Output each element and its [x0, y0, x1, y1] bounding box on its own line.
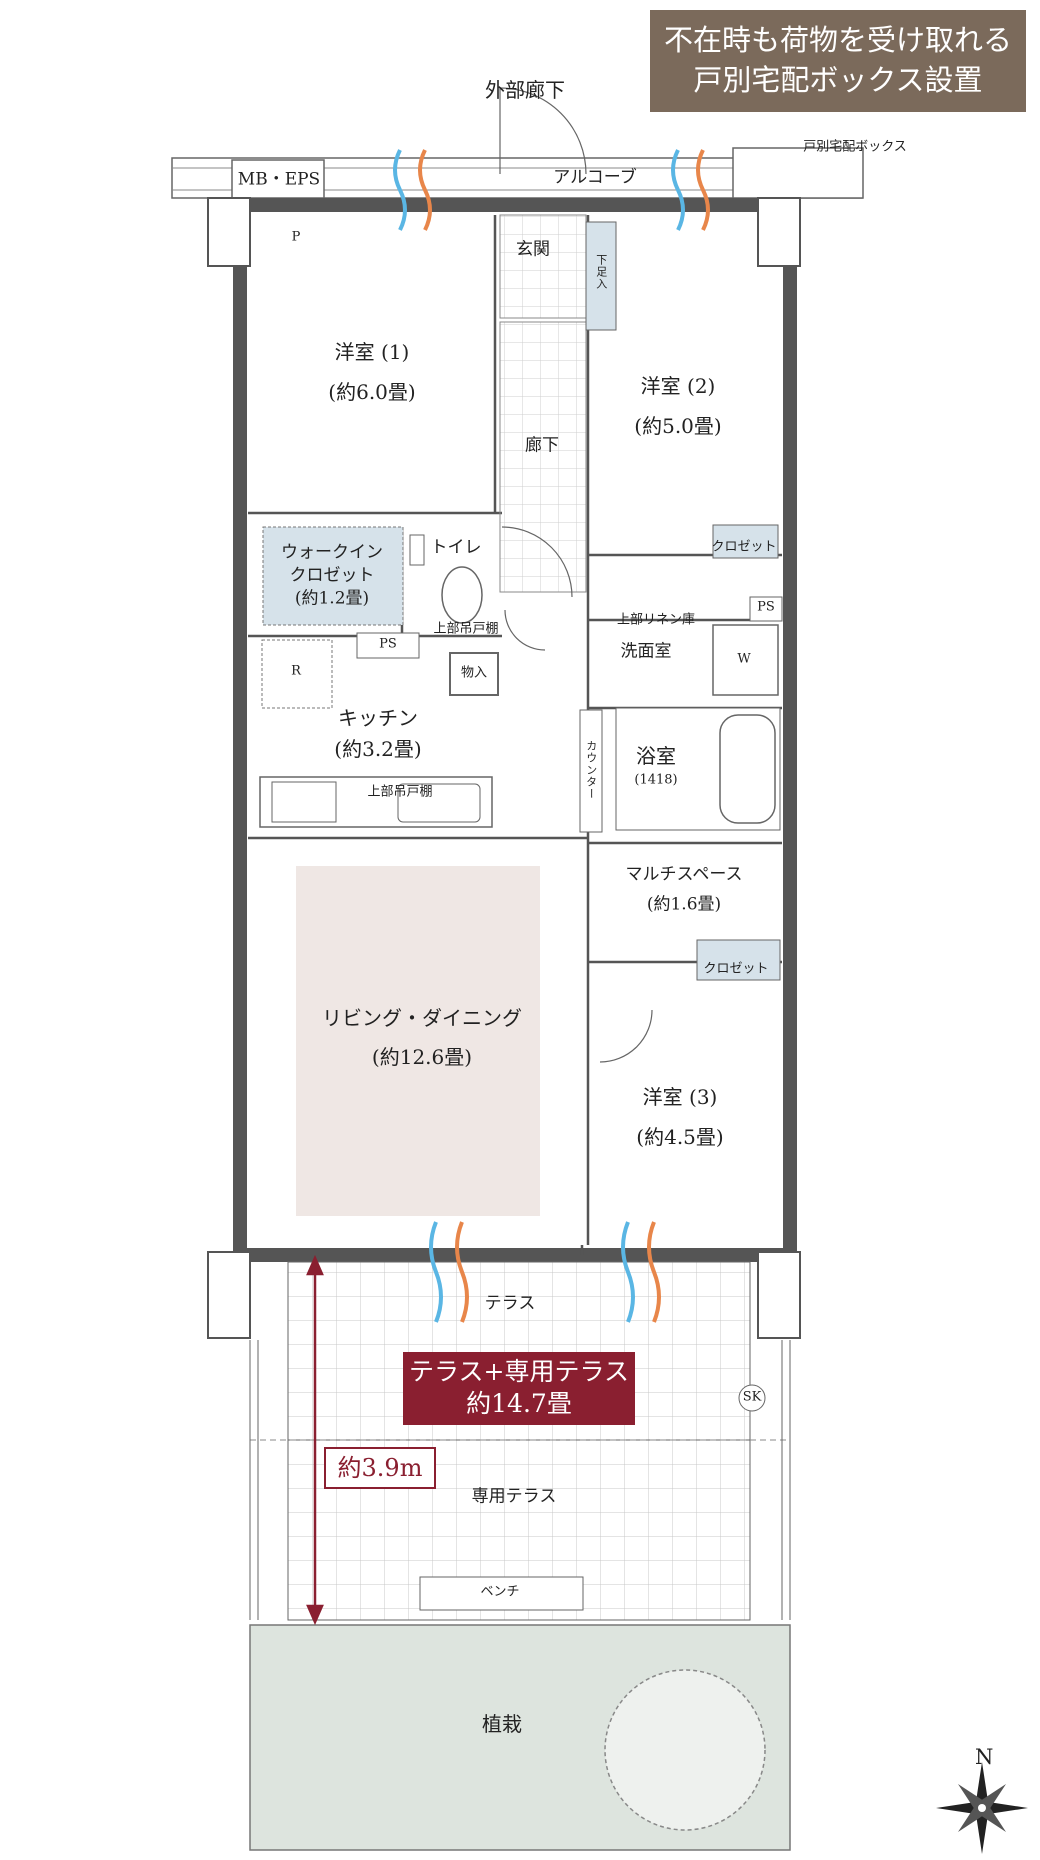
- label-wic-line3: (約1.2畳): [294, 588, 370, 609]
- airflow-marks: [393, 149, 710, 1323]
- closet-room2: [712, 524, 779, 559]
- label-p: P: [291, 229, 301, 245]
- label-multi-size: (約1.6畳): [646, 894, 722, 915]
- area-callout-line1: テラス+専用テラス: [409, 1357, 629, 1386]
- fridge-space: [261, 639, 333, 709]
- label-private-terrace: 専用テラス: [471, 1486, 557, 1507]
- label-counter: カウンター: [584, 740, 598, 800]
- washer: [712, 624, 779, 696]
- label-corridor: 廊下: [525, 435, 559, 456]
- label-room1-size: (約6.0畳): [328, 380, 416, 404]
- compass-icon: [936, 1762, 1028, 1854]
- label-wic-line2: クロゼット: [289, 565, 375, 586]
- shoe-closet: [585, 221, 617, 331]
- label-closet-room2: クロゼット: [711, 539, 777, 555]
- label-kitchen-name: キッチン: [338, 706, 418, 730]
- ps-box-wash: [749, 596, 783, 622]
- label-bath-name: 浴室: [636, 744, 676, 768]
- sk-fixture: [738, 1384, 766, 1412]
- label-room1-name: 洋室 (1): [334, 340, 410, 364]
- label-room2-size: (約5.0畳): [634, 414, 722, 438]
- label-upper-linen: 上部リネン庫: [616, 612, 696, 628]
- label-w: W: [737, 651, 751, 667]
- dimension-label: 約3.9m: [324, 1447, 436, 1489]
- bathtub: [719, 714, 776, 824]
- label-storage: 物入: [460, 665, 488, 681]
- toilet-fixture: [441, 566, 483, 624]
- ps-box-kitchen: [356, 632, 420, 659]
- dimension-arrow: [306, 1254, 324, 1626]
- terrace-area-callout: テラス+専用テラス 約14.7畳: [403, 1352, 635, 1425]
- banner-line2: 戸別宅配ボックス設置: [693, 63, 983, 97]
- tree-icon: [604, 1669, 766, 1831]
- entrance-floor: [499, 214, 587, 319]
- label-delivery-box: 戸別宅配ボックス: [803, 139, 907, 155]
- area-callout-line2: 約14.7畳: [466, 1389, 572, 1418]
- delivery-box-banner: 不在時も荷物を受け取れる 戸別宅配ボックス設置: [650, 10, 1026, 112]
- label-wic-line1: ウォークイン: [281, 542, 383, 563]
- label-toilet: トイレ: [430, 537, 482, 558]
- stove: [271, 781, 337, 823]
- label-multi-name: マルチスペース: [625, 864, 743, 885]
- label-upper-cabinet-kitchen: 上部吊戸棚: [367, 784, 433, 800]
- label-kitchen-size: (約3.2畳): [334, 737, 422, 761]
- label-room3-name: 洋室 (3): [642, 1085, 718, 1109]
- label-ld-size: (約12.6畳): [371, 1045, 473, 1069]
- label-bench: ベンチ: [480, 1584, 520, 1600]
- label-terrace: テラス: [484, 1293, 536, 1314]
- corridor-wall: [171, 147, 864, 199]
- bench: [419, 1576, 584, 1611]
- label-ld-name: リビング・ダイニング: [322, 1006, 522, 1030]
- living-floor: [296, 866, 540, 1216]
- label-sk: SK: [742, 1389, 762, 1405]
- label-r: R: [291, 663, 301, 679]
- label-ps-wash: PS: [757, 599, 775, 615]
- label-alcove: アルコーブ: [553, 167, 637, 188]
- label-ps-kitchen: PS: [379, 636, 397, 652]
- closet-room3: [696, 939, 781, 981]
- label-bath-size: (1418): [634, 772, 678, 788]
- label-wash-room: 洗面室: [620, 641, 672, 662]
- doors: [499, 87, 653, 1063]
- label-room3-size: (約4.5畳): [636, 1125, 724, 1149]
- label-entrance: 玄関: [516, 239, 550, 260]
- label-closet-room3: クロゼット: [703, 961, 769, 977]
- toilet-sink: [409, 534, 425, 566]
- label-shoe-closet: 下足入: [594, 254, 608, 290]
- counter-strip: [579, 709, 603, 833]
- kitchen-sink: [397, 783, 481, 823]
- label-planting: 植栽: [482, 1712, 522, 1736]
- terrace-fence: [249, 1340, 791, 1620]
- storage-box: [449, 652, 499, 696]
- compass-north-label: N: [975, 1745, 994, 1769]
- walk-in-closet: [262, 526, 404, 626]
- label-upper-cabinet-toilet: 上部吊戸棚: [433, 621, 499, 637]
- corridor-floor: [499, 321, 587, 593]
- label-room2-name: 洋室 (2): [640, 374, 716, 398]
- label-outer-corridor: 外部廊下: [485, 78, 565, 102]
- label-mb-eps: MB・EPS: [237, 169, 321, 190]
- banner-line1: 不在時も荷物を受け取れる: [663, 23, 1012, 57]
